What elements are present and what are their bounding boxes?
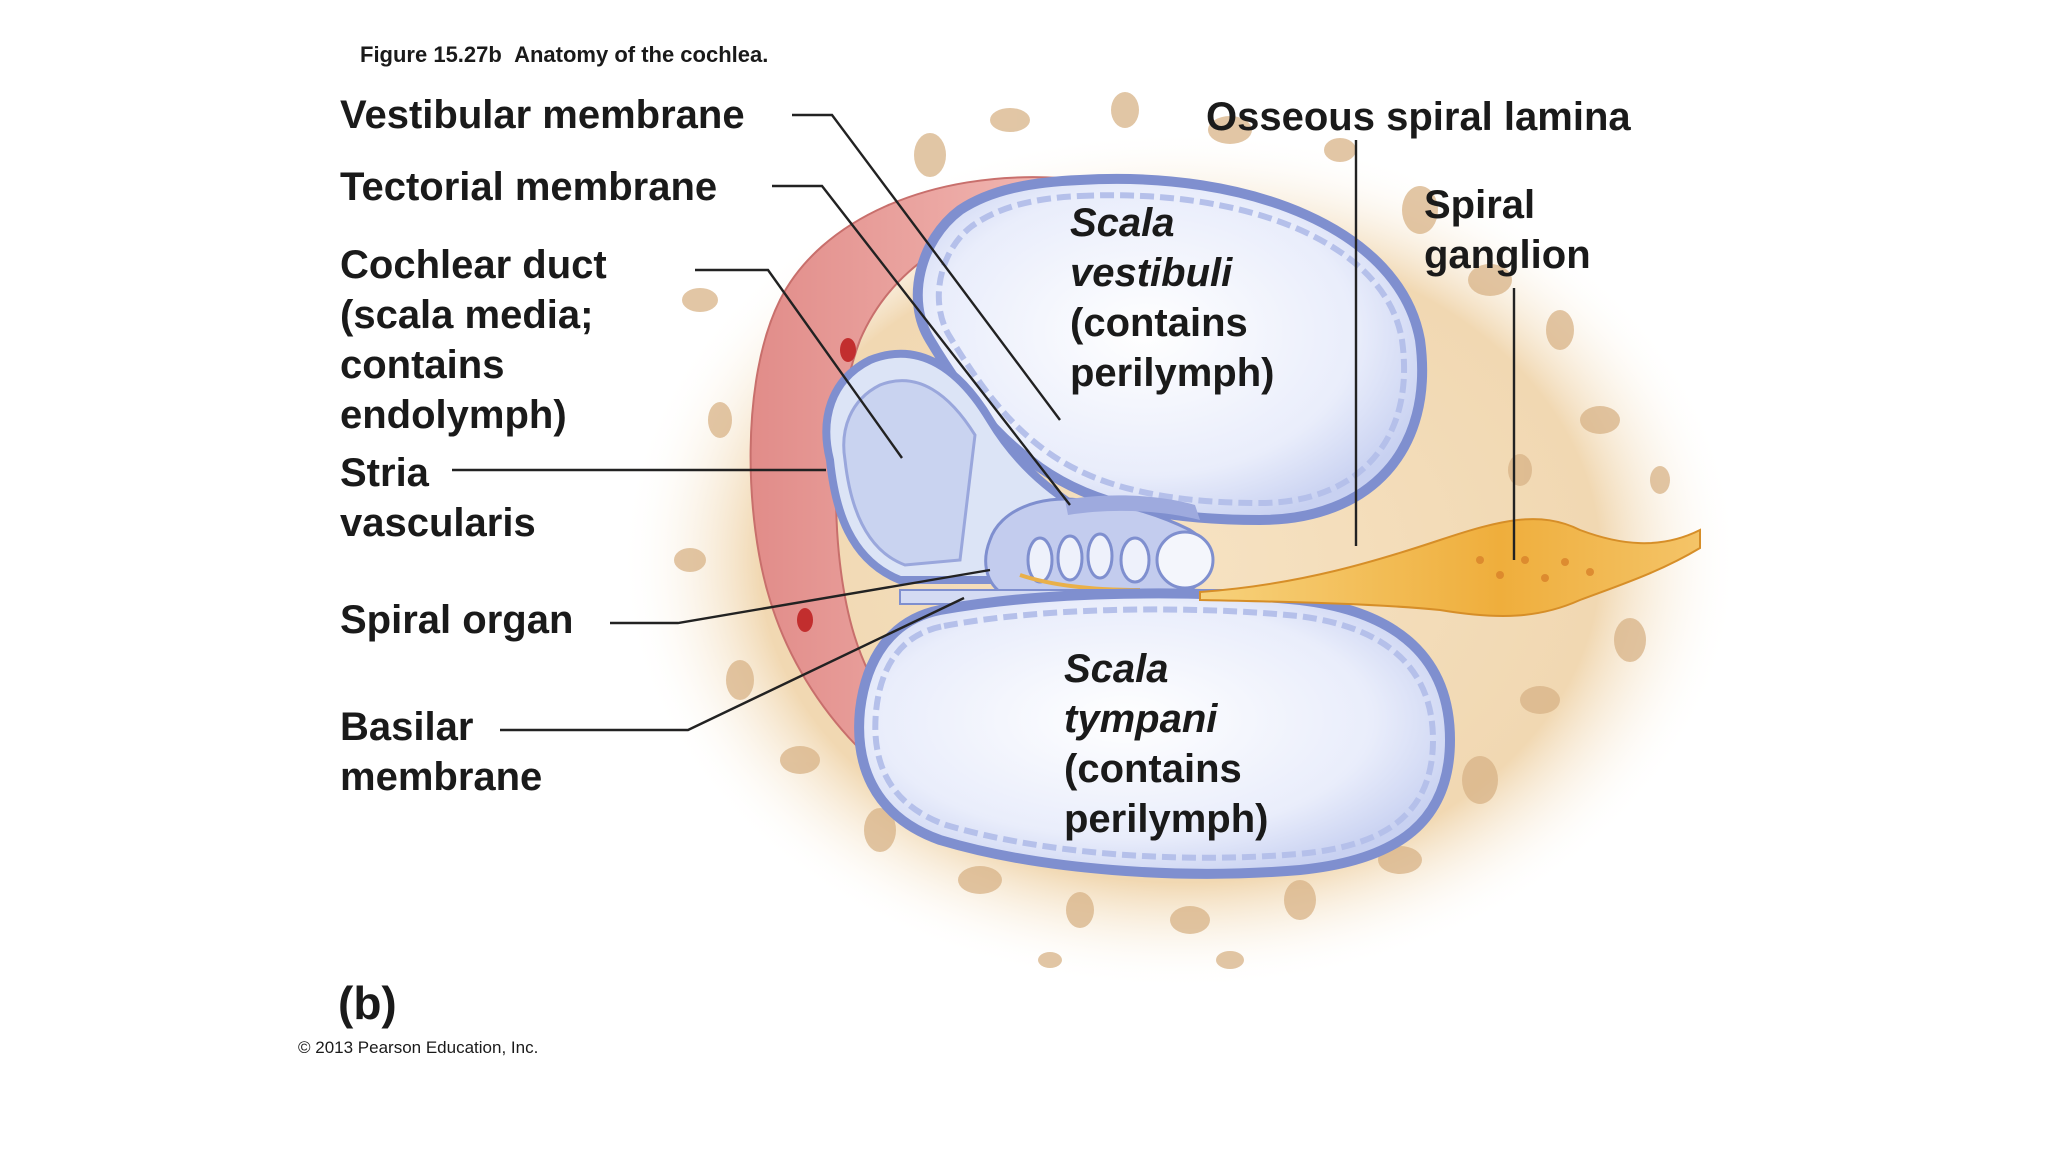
label-scala-tympani-line2: tympani bbox=[1064, 697, 1218, 741]
spiral-ganglion-nerve bbox=[1199, 518, 1701, 617]
label-tectorial-membrane: Tectorial membrane bbox=[340, 165, 718, 209]
label-spiral-organ: Spiral organ bbox=[340, 598, 574, 642]
part-letter: (b) bbox=[338, 977, 397, 1029]
label-stria-line2: vascularis bbox=[340, 501, 536, 545]
label-spiral-ganglion: Spiral ganglion bbox=[1424, 180, 1591, 280]
figure-title: Anatomy of the cochlea. bbox=[514, 42, 769, 67]
label-basilar-line1: Basilar bbox=[340, 705, 474, 749]
label-scala-tympani-line1: Scala bbox=[1064, 647, 1169, 691]
label-cochlear-duct-line4: endolymph) bbox=[340, 393, 567, 437]
label-stria-vascularis: Stria vascularis bbox=[340, 448, 536, 548]
figure-number: Figure 15.27b bbox=[360, 42, 502, 67]
figure-caption: Figure 15.27b Anatomy of the cochlea. bbox=[360, 42, 768, 68]
leader-vestibular-membrane bbox=[792, 113, 1061, 421]
leader-spiral-organ bbox=[610, 568, 991, 625]
leader-lines bbox=[452, 113, 1516, 732]
label-cochlear-duct-semicolon: ; bbox=[580, 293, 594, 337]
label-stria-line1: Stria bbox=[340, 451, 429, 495]
label-scala-tympani-line3: (contains bbox=[1064, 747, 1242, 791]
label-scala-vestibuli-line2: vestibuli bbox=[1070, 251, 1233, 295]
label-basilar-membrane: Basilar membrane bbox=[340, 702, 542, 802]
label-cochlear-duct-line1: Cochlear duct bbox=[340, 243, 607, 287]
spiral-organ bbox=[984, 495, 1215, 594]
label-cochlear-duct-line2: (scala media bbox=[340, 293, 581, 337]
label-cochlear-duct: Cochlear duct (scala media; contains end… bbox=[340, 240, 607, 440]
label-vestibular-membrane: Vestibular membrane bbox=[340, 93, 745, 137]
copyright-notice: © 2013 Pearson Education, Inc. bbox=[298, 1038, 539, 1057]
label-scala-tympani-line4: perilymph) bbox=[1064, 797, 1269, 841]
leader-tectorial-membrane bbox=[772, 184, 1071, 506]
label-scala-vestibuli-line1: Scala bbox=[1070, 201, 1175, 245]
label-scala-vestibuli: Scala vestibuli (contains perilymph) bbox=[1070, 198, 1274, 398]
leader-cochlear-duct bbox=[695, 268, 903, 459]
leader-basilar-membrane bbox=[500, 596, 965, 732]
label-scala-tympani: Scala tympani (contains perilymph) bbox=[1064, 644, 1268, 844]
label-scala-vestibuli-line4: perilymph) bbox=[1070, 351, 1275, 395]
label-scala-vestibuli-line3: (contains bbox=[1070, 301, 1248, 345]
label-spiral-ganglion-line2: ganglion bbox=[1424, 233, 1591, 277]
label-cochlear-duct-line3: contains bbox=[340, 343, 505, 387]
label-basilar-line2: membrane bbox=[340, 755, 543, 799]
label-spiral-ganglion-line1: Spiral bbox=[1424, 183, 1536, 227]
label-osseous-spiral-lamina: Osseous spiral lamina bbox=[1206, 95, 1631, 139]
